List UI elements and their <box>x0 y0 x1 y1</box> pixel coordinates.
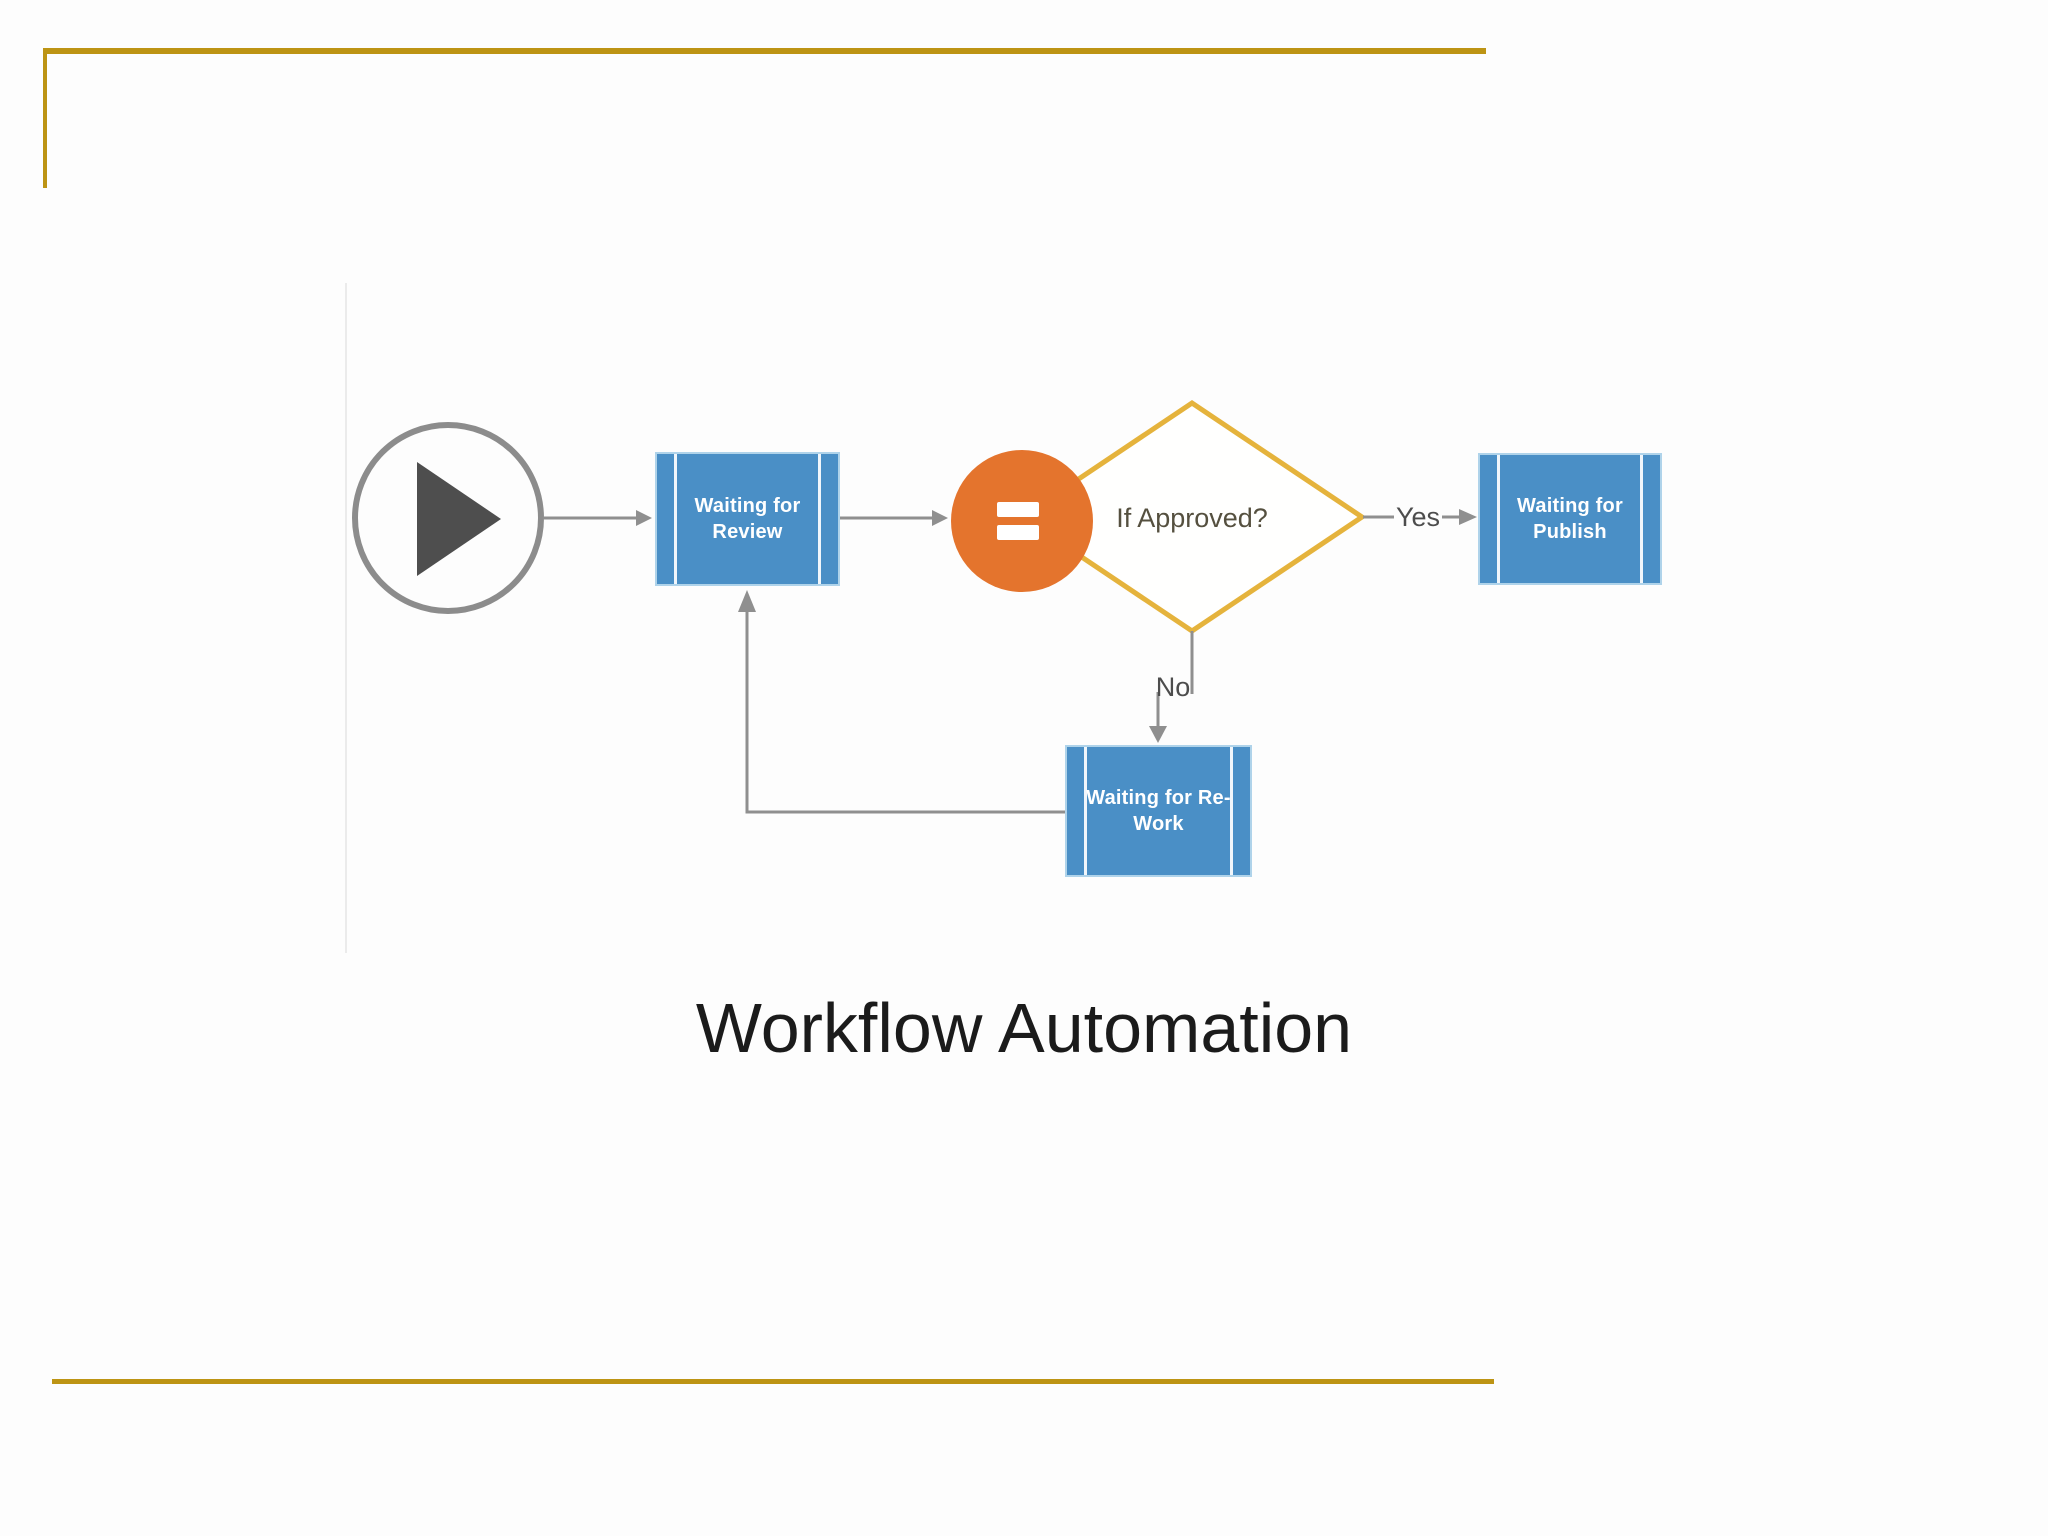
no-edge-label: No <box>1155 672 1191 702</box>
node-label: Review <box>712 521 783 543</box>
top-gold-bracket <box>43 48 1486 188</box>
play-icon <box>417 462 501 576</box>
arrowhead-yes <box>1459 509 1477 525</box>
equals-icon <box>997 502 1039 517</box>
box-side-line <box>1640 455 1643 583</box>
arrowhead-review-gate <box>932 510 948 526</box>
node-waiting-for-publish: Waiting for Publish <box>1478 453 1662 585</box>
node-waiting-for-review: Waiting for Review <box>655 452 840 586</box>
diagram-frame-edge <box>345 283 347 953</box>
arrowhead-rework-review <box>738 590 756 612</box>
connector-rework-review <box>745 608 1065 814</box>
bottom-gold-rule <box>52 1379 1494 1384</box>
yes-edge-label: Yes <box>1394 502 1442 533</box>
box-side-line <box>1084 747 1087 875</box>
node-label: Waiting for Re- <box>1086 787 1231 809</box>
start-node <box>352 422 544 614</box>
box-side-line <box>674 454 677 584</box>
node-label: Work <box>1133 813 1184 835</box>
box-side-line <box>818 454 821 584</box>
node-label: Waiting for <box>694 495 801 517</box>
arrowhead-no <box>1149 726 1167 743</box>
approval-gate-node <box>951 450 1093 592</box>
arrowhead-start-review <box>636 510 652 526</box>
decision-diamond <box>1017 399 1367 635</box>
slide-title: Workflow Automation <box>695 989 1353 1067</box>
node-waiting-for-rework: Waiting for Re- Work <box>1065 745 1252 877</box>
box-side-line <box>1230 747 1233 875</box>
node-label: Publish <box>1533 521 1607 543</box>
equals-icon <box>997 525 1039 540</box>
box-side-line <box>1497 455 1500 583</box>
node-label: Waiting for <box>1517 495 1623 517</box>
decision-label: If Approved? <box>1116 503 1268 533</box>
